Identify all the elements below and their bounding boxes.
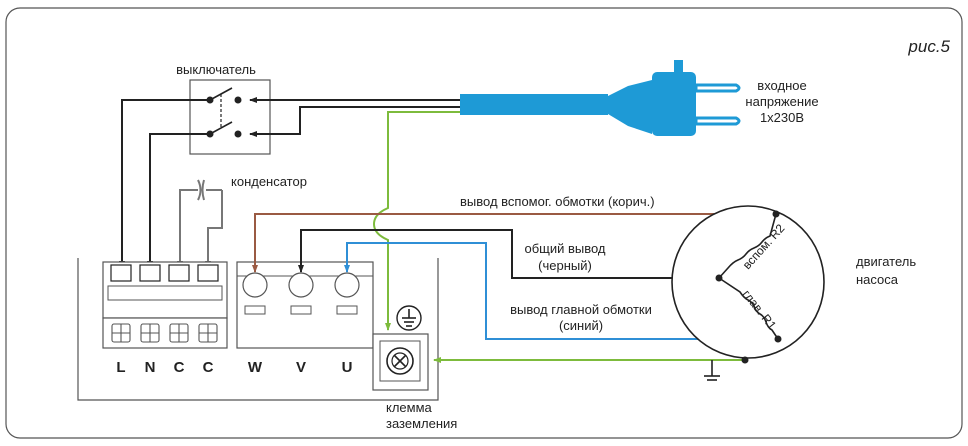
terminal-L: L — [116, 359, 125, 376]
terminal-W: W — [248, 359, 263, 376]
ground-terminal — [372, 333, 429, 391]
control-box-outline — [77, 258, 439, 401]
aux-winding-lead-label: вывод вспомог. обмотки (корич.) — [460, 194, 655, 209]
wire-cap-to-C2 — [205, 190, 223, 269]
wire-aux-winding-brown — [252, 213, 776, 273]
wire-plug-to-switch-bottom — [249, 106, 460, 137]
ground-terminal-label-1: клемма — [386, 400, 433, 415]
common-lead-label-2: (черный) — [538, 258, 592, 273]
earth-ground-icon — [704, 360, 720, 381]
terminal-U: U — [342, 359, 353, 376]
wire-switch-to-N — [147, 133, 210, 269]
ground-symbol-icon — [396, 305, 422, 331]
pump-motor-label-1: двигатель — [856, 254, 916, 269]
input-voltage-line2: напряжение — [745, 94, 818, 109]
main-winding-lead-label-1: вывод главной обмотки — [510, 302, 652, 317]
terminal-N: N — [145, 359, 156, 376]
input-voltage-line3: 1x230В — [760, 110, 804, 125]
terminal-C2: C — [203, 359, 214, 376]
capacitor — [182, 179, 222, 201]
wire-cap-to-C1 — [177, 189, 183, 269]
common-lead-label-1: общий вывод — [524, 241, 605, 256]
wire-switch-to-L — [119, 99, 210, 269]
terminal-V: V — [296, 359, 306, 376]
power-plug — [460, 60, 741, 136]
main-winding-lead-label-2: (синий) — [559, 318, 603, 333]
pump-motor-label-2: насоса — [856, 272, 899, 287]
wire-main-winding-blue — [344, 242, 778, 340]
capacitor-label: конденсатор — [231, 174, 307, 189]
diagram-frame — [5, 7, 963, 439]
input-voltage-line1: входное — [757, 78, 806, 93]
wire-ground-green — [372, 111, 460, 331]
wire-common-black — [298, 229, 719, 279]
pump-motor — [671, 205, 825, 364]
terminal-block-lncc — [102, 261, 228, 349]
switch-label: выключатель — [176, 62, 256, 77]
terminal-C1: C — [174, 359, 185, 376]
figure-label: рис.5 — [907, 37, 950, 56]
ground-terminal-label-2: заземления — [386, 416, 457, 431]
switch — [189, 79, 271, 155]
terminal-block-wvu — [236, 261, 374, 349]
